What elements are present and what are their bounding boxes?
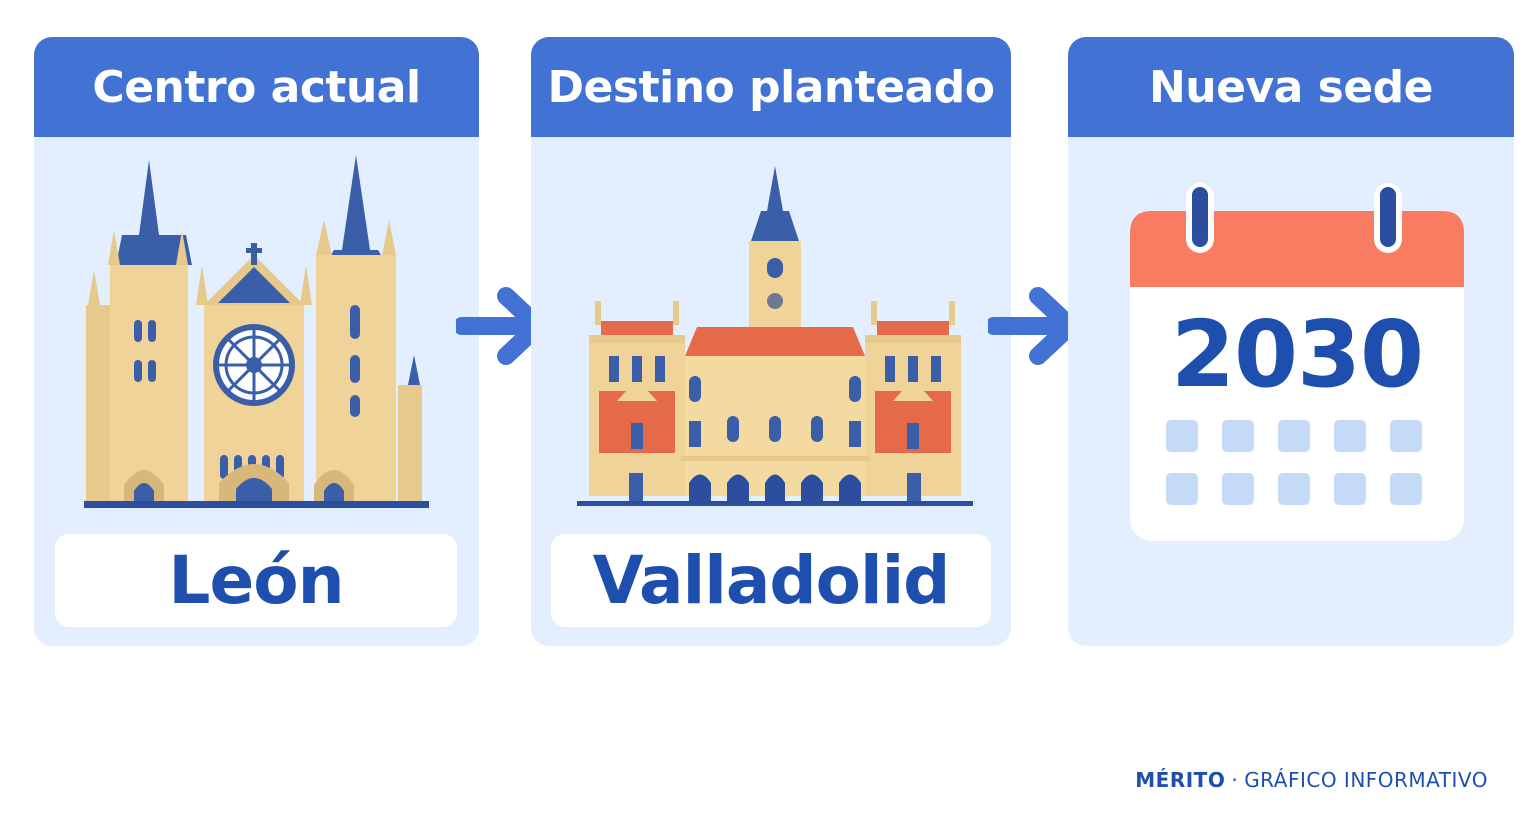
location-label-valladolid: Valladolid xyxy=(551,534,991,627)
footer-separator: · xyxy=(1231,768,1239,792)
town-hall-icon xyxy=(577,166,973,506)
calendar-icon xyxy=(1130,183,1464,541)
target-year: 2030 xyxy=(1170,301,1424,408)
step-card-current: Centro actual xyxy=(34,37,479,646)
step-header: Centro actual xyxy=(34,37,479,137)
location-label-leon: León xyxy=(55,534,457,627)
footer-credit: MÉRITO·GRÁFICO INFORMATIVO xyxy=(1135,768,1488,792)
footer-brand: MÉRITO xyxy=(1135,768,1226,792)
cathedral-icon xyxy=(84,155,429,508)
step-header: Destino planteado xyxy=(531,37,1011,137)
step-header: Nueva sede xyxy=(1068,37,1514,137)
step-card-new-headquarters: Nueva sede 2030 xyxy=(1068,37,1514,646)
footer-caption: GRÁFICO INFORMATIVO xyxy=(1244,768,1488,792)
step-card-destination: Destino planteado xyxy=(531,37,1011,646)
